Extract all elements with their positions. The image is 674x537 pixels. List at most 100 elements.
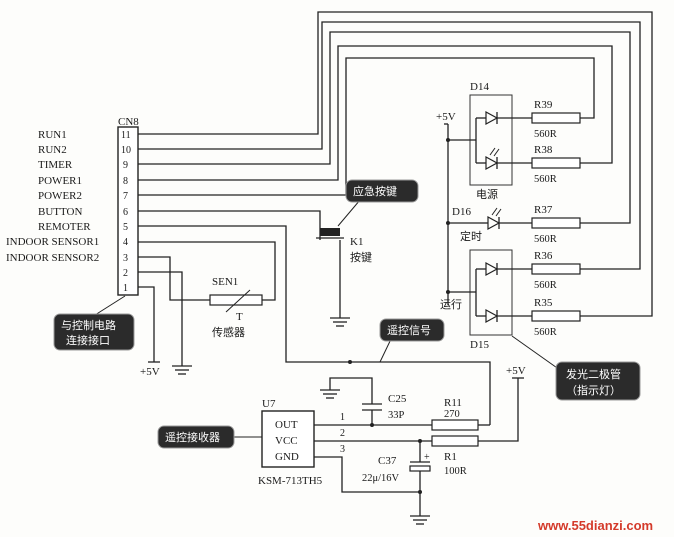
c37-value: 22μ/16V xyxy=(362,473,400,484)
callout-connector-line2: 连接接口 xyxy=(66,334,110,347)
r37-value: 560R xyxy=(534,234,557,245)
r36-body xyxy=(531,263,581,275)
d14-ref: D14 xyxy=(470,81,489,93)
r11-value: 270 xyxy=(444,409,460,420)
pin-num-3: 3 xyxy=(123,253,128,264)
callout-connector: 与控制电路 连接接口 xyxy=(53,295,135,351)
pin-label-power1: POWER1 xyxy=(38,175,82,187)
r11-body xyxy=(431,419,479,431)
connector-pins: RUN1 11 RUN2 10 TIMER 9 POWER1 8 POWER2 … xyxy=(6,129,131,294)
receiver-section: U7 OUT VCC GND KSM-713TH5 1 2 3 R11 270 … xyxy=(258,365,526,525)
callout-remote-signal: 遥控信号 xyxy=(379,318,445,363)
pin-label-indoor-sensor1: INDOOR SENSOR1 xyxy=(6,236,99,248)
u7-num-3: 3 xyxy=(340,444,345,455)
callout-receiver-text: 遥控接收器 xyxy=(165,430,220,444)
callout-remote-signal-text: 遥控信号 xyxy=(387,323,431,337)
pin-num-1: 1 xyxy=(123,283,128,294)
r39-body xyxy=(531,112,581,124)
led-section: +5V D14 电源 D15 运行 xyxy=(436,81,581,351)
led-return-wires xyxy=(138,11,653,317)
r39-value: 560R xyxy=(534,129,557,140)
c37-ref: C37 xyxy=(378,455,397,467)
r35-value: 560R xyxy=(534,327,557,338)
r35-body xyxy=(531,310,581,322)
sen1-t: T xyxy=(236,311,243,323)
r38-body xyxy=(531,157,581,169)
ground-icon xyxy=(410,515,430,525)
pin-num-5: 5 xyxy=(123,222,128,233)
watermark-text: www.55dianzi.com xyxy=(537,518,653,533)
c25-value: 33P xyxy=(388,410,405,421)
vcc-label-top: +5V xyxy=(436,111,456,123)
callout-leds-line1: 发光二极管 xyxy=(566,367,621,381)
u7-model: KSM-713TH5 xyxy=(258,475,323,487)
pin-num-7: 7 xyxy=(123,191,128,202)
callout-leds: 发光二极管 （指示灯） xyxy=(511,335,641,401)
pin-num-10: 10 xyxy=(121,145,131,156)
r1-ref: R1 xyxy=(444,451,457,463)
r38-ref: R38 xyxy=(534,144,553,156)
run-led-label: 运行 xyxy=(440,298,462,311)
u7-body xyxy=(261,410,315,468)
pin-label-button: BUTTON xyxy=(38,206,82,218)
pin-num-6: 6 xyxy=(123,207,128,218)
callout-leds-line2: （指示灯） xyxy=(566,383,621,397)
ground-icon xyxy=(330,317,350,327)
pin-label-timer: TIMER xyxy=(38,159,73,171)
r38-value: 560R xyxy=(534,174,557,185)
r39-ref: R39 xyxy=(534,99,553,111)
pin-label-power2: POWER2 xyxy=(38,190,82,202)
u7-pin-vcc: VCC xyxy=(275,435,298,447)
pin-num-8: 8 xyxy=(123,176,128,187)
r35-ref: R35 xyxy=(534,297,553,309)
pin-num-9: 9 xyxy=(123,160,128,171)
pin-label-remoter: REMOTER xyxy=(38,221,91,233)
vcc-label-receiver: +5V xyxy=(506,365,526,377)
svg-text:+: + xyxy=(424,452,430,463)
u7-pin-out: OUT xyxy=(275,419,298,431)
sen1-body xyxy=(209,294,263,306)
ground-icon xyxy=(320,389,340,399)
callout-button: 应急按键 xyxy=(337,179,419,227)
d16-ref: D16 xyxy=(452,206,471,218)
power-led-label: 电源 xyxy=(476,187,498,201)
r11-ref: R11 xyxy=(444,397,462,409)
pin-label-indoor-sensor2: INDOOR SENSOR2 xyxy=(6,252,99,264)
k1-cap xyxy=(320,228,340,236)
pin-num-11: 11 xyxy=(121,130,131,141)
c25-ref: C25 xyxy=(388,393,407,405)
pin-num-4: 4 xyxy=(123,237,128,248)
r37-body xyxy=(531,217,581,229)
sen1-ref: SEN1 xyxy=(212,276,238,288)
vcc-label-cn: +5V xyxy=(140,366,160,378)
k1-ref: K1 xyxy=(350,236,363,248)
u7-num-2: 2 xyxy=(340,428,345,439)
r1-value: 100R xyxy=(444,466,467,477)
u7-num-1: 1 xyxy=(340,412,345,423)
u7-ref: U7 xyxy=(262,398,276,410)
pin-num-2: 2 xyxy=(123,268,128,279)
remoter-wire xyxy=(138,225,491,425)
led-d14a-icon xyxy=(476,110,532,126)
ground-icon xyxy=(172,365,192,375)
sen1-name: 传感器 xyxy=(212,326,245,339)
d15-ref: D15 xyxy=(470,339,489,351)
callout-connector-line1: 与控制电路 xyxy=(61,318,116,332)
timer-led-label: 定时 xyxy=(460,229,482,243)
k1-button-section: K1 按键 xyxy=(138,210,372,327)
r37-ref: R37 xyxy=(534,204,553,216)
led-d15b-icon xyxy=(476,308,532,324)
supply-pins: +5V xyxy=(138,271,192,378)
r36-ref: R36 xyxy=(534,250,553,262)
u7-pin-gnd: GND xyxy=(275,451,299,463)
led-d15a-icon xyxy=(476,261,532,277)
sensor-section: SEN1 T 传感器 xyxy=(138,241,276,339)
r36-value: 560R xyxy=(534,280,557,291)
pin-label-run2: RUN2 xyxy=(38,144,67,156)
r1-body xyxy=(431,435,479,447)
k1-name: 按键 xyxy=(350,250,372,264)
callout-button-text: 应急按键 xyxy=(353,184,397,198)
led-d16-icon: D16 定时 xyxy=(452,206,532,243)
